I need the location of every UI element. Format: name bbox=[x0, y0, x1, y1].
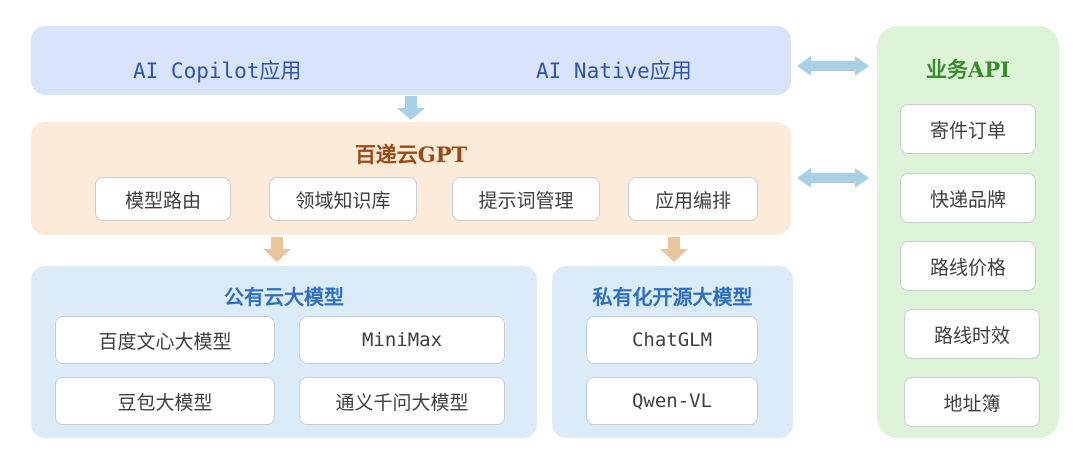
arrow-app-to-gpt bbox=[397, 96, 425, 120]
model-qwen-vl: Qwen-VL bbox=[586, 377, 758, 425]
model-ernie: 百度文心大模型 bbox=[55, 316, 275, 364]
api-courier-brand: 快递品牌 bbox=[900, 173, 1036, 223]
arrow-gpt-to-private bbox=[660, 237, 688, 262]
arrow-gpt-api-bidirectional bbox=[797, 168, 869, 188]
model-doubao: 豆包大模型 bbox=[55, 377, 275, 425]
business-api-title: 业务API bbox=[926, 57, 1010, 82]
model-qwen: 通义千问大模型 bbox=[299, 377, 505, 425]
api-route-timeliness: 路线时效 bbox=[904, 309, 1040, 359]
api-route-price: 路线价格 bbox=[900, 241, 1036, 291]
application-layer bbox=[31, 26, 791, 95]
ai-native-app-label: AI Native应用 bbox=[536, 59, 692, 83]
business-api-layer bbox=[877, 26, 1059, 438]
arrow-app-api-bidirectional bbox=[797, 56, 869, 76]
api-address-book: 地址簿 bbox=[904, 377, 1040, 427]
module-domain-knowledge-base: 领域知识库 bbox=[269, 177, 417, 221]
model-chatglm: ChatGLM bbox=[586, 316, 758, 364]
private-model-title: 私有化开源大模型 bbox=[592, 285, 753, 309]
ai-copilot-app-label: AI Copilot应用 bbox=[133, 59, 302, 83]
arrow-gpt-to-public bbox=[263, 237, 291, 262]
module-app-orchestration: 应用编排 bbox=[628, 177, 758, 221]
model-minimax: MiniMax bbox=[299, 316, 505, 364]
api-shipping-order: 寄件订单 bbox=[900, 104, 1036, 154]
module-prompt-management: 提示词管理 bbox=[452, 177, 600, 221]
module-model-routing: 模型路由 bbox=[95, 177, 231, 221]
gpt-platform-title: 百递云GPT bbox=[354, 142, 468, 167]
public-cloud-title: 公有云大模型 bbox=[224, 285, 344, 309]
